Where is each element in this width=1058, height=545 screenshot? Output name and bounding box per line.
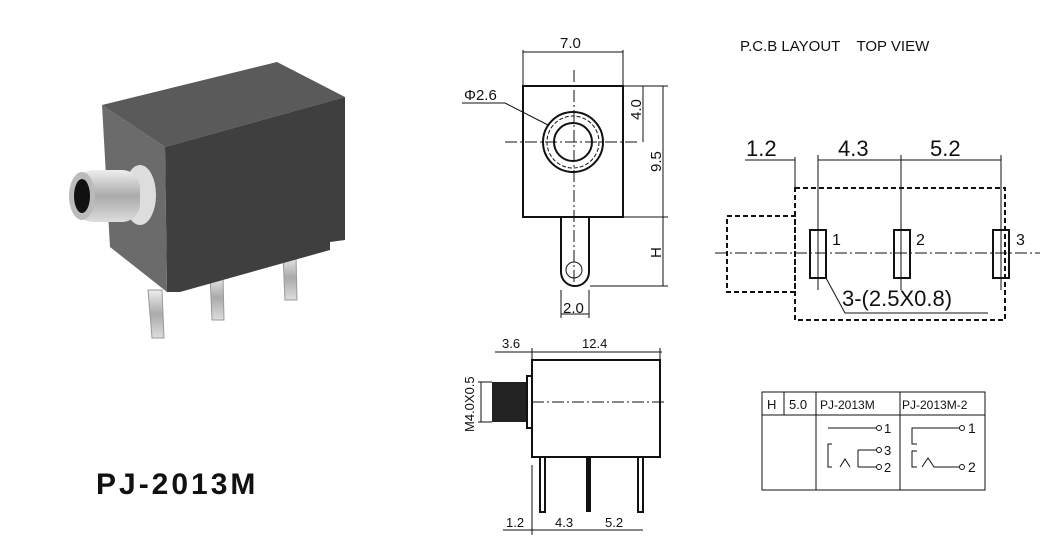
pad-label-1: 1: [832, 232, 841, 249]
pcb-dim-3: 5.2: [930, 136, 961, 161]
spec-table: [761, 391, 986, 491]
table-col-pj-2013m-2: PJ-2013M-2: [902, 398, 968, 412]
side-thread-spec: M4.0X0.5: [462, 376, 477, 432]
schematic-b-pin-1: 1: [968, 420, 976, 436]
dim-width: 7.0: [560, 35, 581, 52]
pad-size-note: 3-(2.5X0.8): [842, 286, 952, 311]
side-view-drawing: [478, 348, 665, 535]
dim-pin-h: H: [648, 247, 665, 258]
pad-label-3: 3: [1016, 232, 1025, 249]
dim-center: 4.0: [628, 99, 645, 120]
schematic-pj-2013m: [827, 425, 882, 470]
table-col-pj-2013m: PJ-2013M: [820, 398, 875, 412]
table-h-value: 5.0: [789, 397, 807, 412]
schematic-a-pin-1: 1: [884, 421, 891, 436]
product-model-label: PJ-2013M: [96, 468, 258, 501]
side-dim-body-length: 12.4: [582, 336, 607, 351]
pcb-dim-2: 4.3: [838, 136, 869, 161]
pad-label-2: 2: [916, 232, 925, 249]
pcb-layout-drawing: [715, 155, 1040, 321]
pcb-dim-1: 1.2: [746, 136, 777, 161]
side-pin-dim-2: 4.3: [555, 515, 573, 530]
product-photo: [69, 62, 345, 339]
side-dim-thread-length: 3.6: [502, 336, 520, 351]
schematic-a-pin-2: 2: [884, 460, 891, 475]
side-pin-dim-1: 1.2: [506, 515, 524, 530]
schematic-a-pin-3: 3: [884, 443, 891, 458]
front-view-drawing: [462, 50, 668, 318]
side-pin-dim-3: 5.2: [605, 515, 623, 530]
dim-height: 9.5: [648, 151, 665, 172]
pcb-layout-title: P.C.B LAYOUT TOP VIEW: [740, 38, 930, 55]
schematic-pj-2013m-2: [911, 425, 965, 470]
schematic-b-pin-2: 2: [968, 459, 976, 475]
table-h-label: H: [767, 397, 776, 412]
dim-hole: Φ2.6: [464, 87, 497, 104]
dim-pin-width: 2.0: [563, 300, 584, 317]
